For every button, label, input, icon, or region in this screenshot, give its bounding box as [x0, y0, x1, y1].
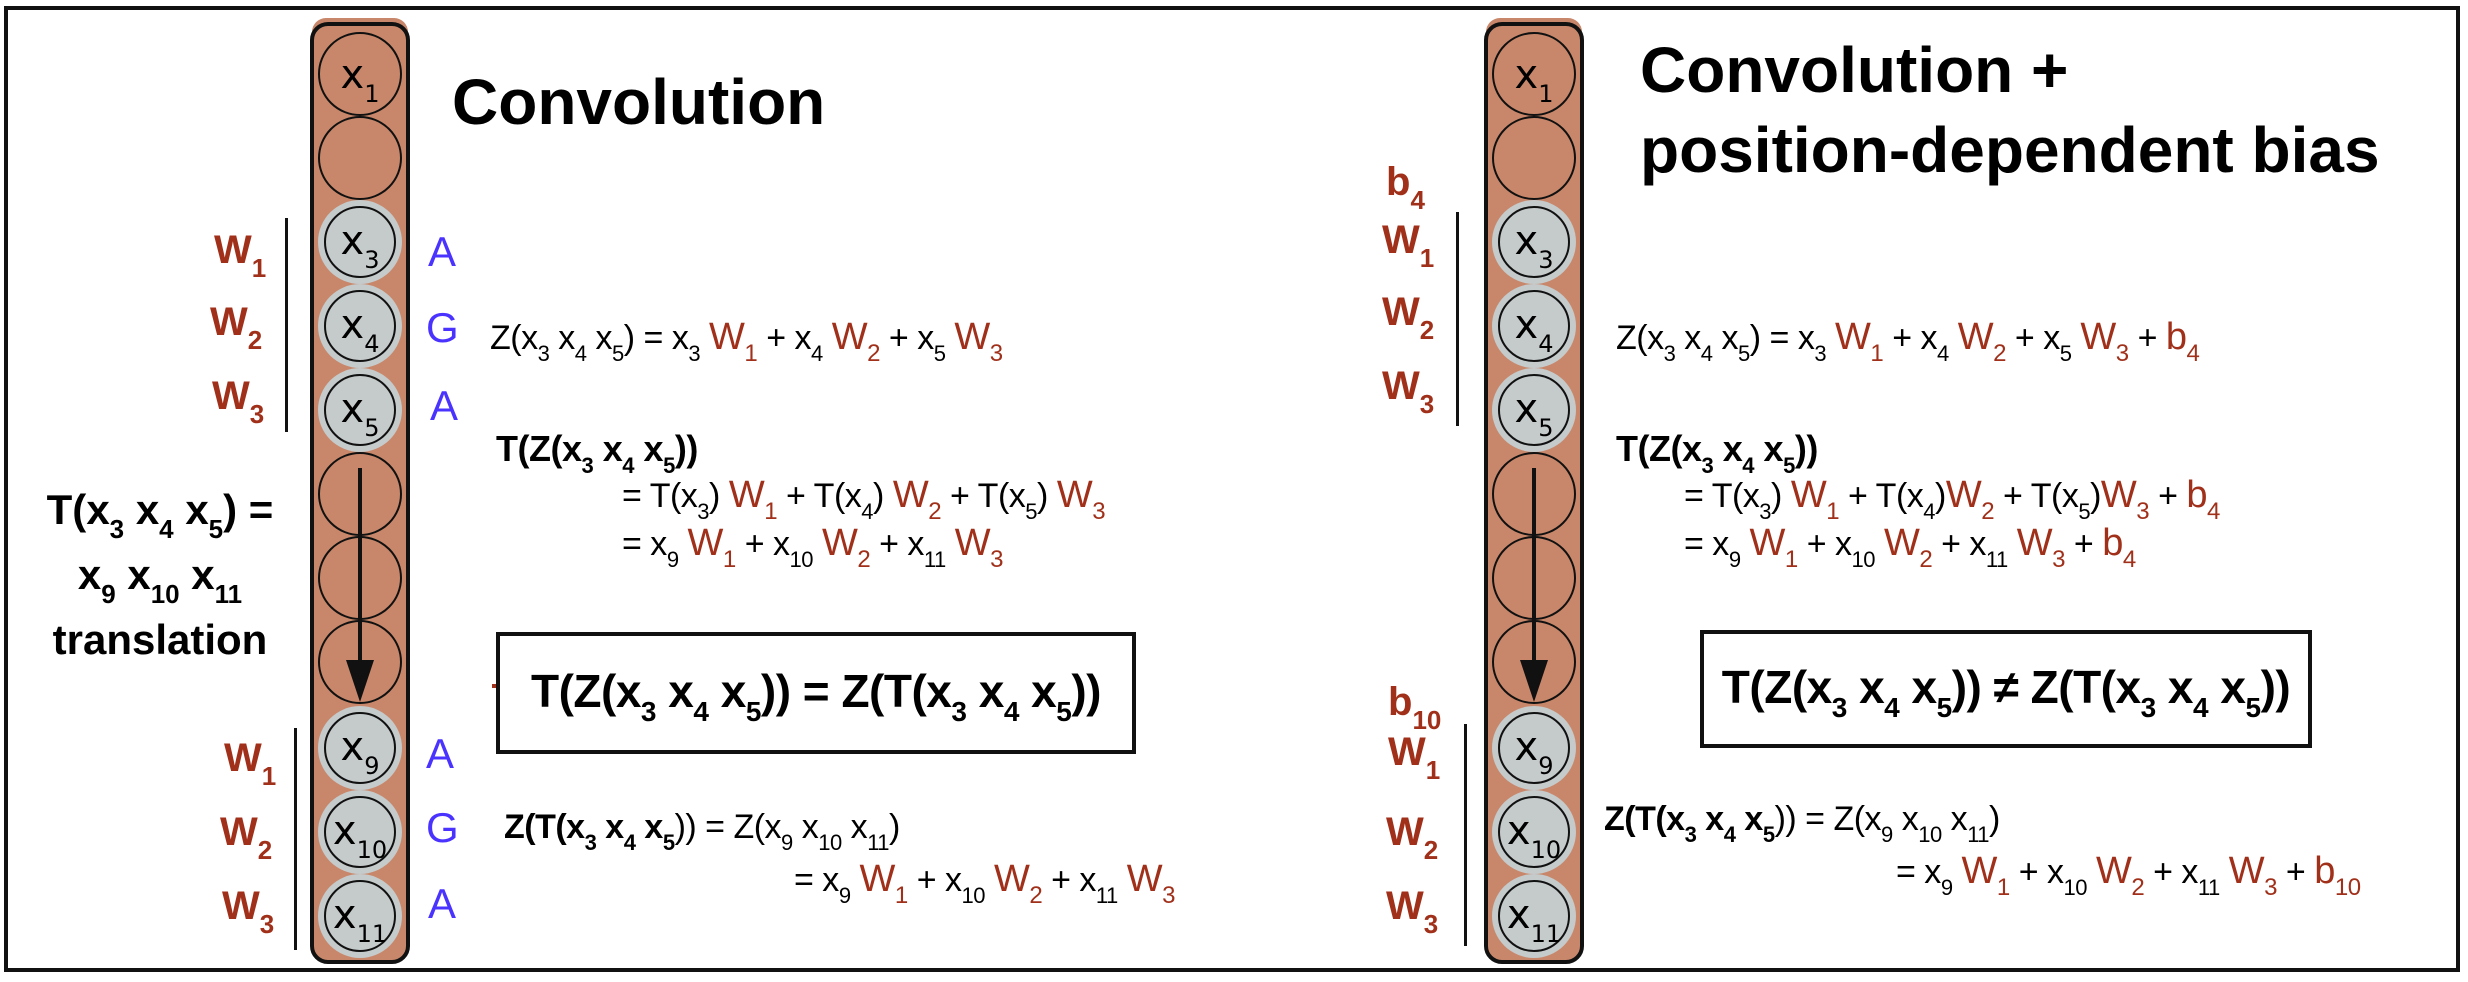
equation-tz-line-3: = x9 W1 + x10 W2 + x11 W3 + b4 — [1684, 522, 2136, 573]
translation-arrow-head-icon — [1520, 660, 1548, 702]
nucleotide-label: A — [430, 382, 459, 429]
equation-tz-head: T(Z(x3 x4 x5)) — [1616, 428, 1818, 478]
node-label: x10 — [1506, 808, 1562, 864]
sequence-node-x11: x11 — [1492, 874, 1576, 958]
equation-tz-line-3: = x9 W1 + x10 W2 + x11 W3 — [622, 522, 1003, 573]
translation-line-2: x9 x10 x11 — [77, 551, 243, 610]
translation-caption: translation — [52, 616, 268, 664]
translation-line-1: T(x3 x4 x5) = — [46, 486, 274, 544]
weight-label: W2 — [220, 810, 273, 865]
translation-definition: T(x3 x4 x5) = x9 x10 x11 translation — [30, 482, 290, 669]
sequence-node-x11: x11 — [318, 874, 402, 958]
figure-frame — [4, 6, 2460, 972]
node-label: x5 — [1514, 386, 1554, 442]
nucleotide-label: A — [426, 730, 455, 777]
panel-title-line-1: Convolution + — [1640, 34, 2069, 106]
equation-tz-line-2: = T(x3) W1 + T(x4) W2 + T(x5) W3 — [622, 474, 1106, 525]
sequence-node-x5: x5 — [1492, 368, 1576, 452]
weight-label: W3 — [1382, 364, 1435, 419]
node-label: x9 — [1514, 724, 1554, 780]
weight-label: W2 — [1382, 290, 1435, 345]
sequence-node-x1: x1 — [1492, 32, 1576, 116]
node-label: x10 — [332, 808, 388, 864]
sequence-node-x10: x10 — [318, 790, 402, 874]
equation-z: Z(x3 x4 x5) = x3 W1 + x4 W2 + x5 W3 — [490, 316, 1003, 367]
equation-tz-line-2: = T(x3) W1 + T(x4)W2 + T(x5)W3 + b4 — [1684, 474, 2220, 525]
sequence-node-x10: x10 — [1492, 790, 1576, 874]
equivariance-box: T(Z(x3 x4 x5)) = Z(T(x3 x4 x5)) — [496, 632, 1136, 754]
equation-tz-head: T(Z(x3 x4 x5)) — [496, 428, 698, 478]
equation-zt-line-2: = x9 W1 + x10 W2 + x11 W3 — [794, 858, 1175, 909]
sequence-node-empty — [318, 116, 402, 200]
panel-title-line-2: position-dependent bias — [1640, 114, 2380, 186]
node-label: x3 — [1514, 218, 1554, 274]
kernel-bracket-bottom — [1464, 724, 1467, 946]
sequence-node-x1: x1 — [318, 32, 402, 116]
equation-zt-head: Z(T(x3 x4 x5)) = Z(x9 x10 x11) — [1604, 800, 2000, 847]
bias-label: b10 — [1388, 680, 1442, 735]
translation-arrow-shaft — [358, 468, 362, 668]
non-equivariance-equation: T(Z(x3 x4 x5)) ≠ Z(T(x3 x4 x5)) — [1721, 661, 2291, 723]
non-equivariance-box: T(Z(x3 x4 x5)) ≠ Z(T(x3 x4 x5)) — [1700, 630, 2312, 748]
weight-label: W2 — [1386, 810, 1439, 865]
equivariance-equation: T(Z(x3 x4 x5)) = Z(T(x3 x4 x5)) — [530, 665, 1102, 727]
sequence-node-x9: x9 — [318, 706, 402, 790]
weight-label: W3 — [222, 884, 275, 939]
panel-title: Convolution — [452, 66, 826, 138]
equation-zt-line-2: = x9 W1 + x10 W2 + x11 W3 + b10 — [1896, 850, 2361, 901]
sequence-node-x4: x4 — [318, 284, 402, 368]
sequence-node-x5: x5 — [318, 368, 402, 452]
kernel-bracket-top — [1456, 212, 1459, 426]
weight-label: W2 — [210, 300, 263, 355]
sequence-node-x3: x3 — [318, 200, 402, 284]
sequence-node-x3: x3 — [1492, 200, 1576, 284]
nucleotide-label: A — [428, 228, 457, 275]
sequence-node-empty — [1492, 116, 1576, 200]
translation-arrow-shaft — [1532, 468, 1536, 668]
weight-label: W1 — [224, 736, 277, 791]
node-label: x1 — [340, 52, 380, 108]
sequence-node-x4: x4 — [1492, 284, 1576, 368]
node-label: x11 — [332, 892, 388, 948]
weight-label: W1 — [1382, 218, 1435, 273]
node-label: x4 — [340, 302, 380, 358]
bias-label: b4 — [1386, 160, 1425, 215]
nucleotide-label: G — [426, 804, 459, 851]
node-label: x3 — [340, 218, 380, 274]
node-label: x9 — [340, 724, 380, 780]
nucleotide-label: G — [426, 304, 459, 351]
node-label: x1 — [1514, 52, 1554, 108]
node-label: x4 — [1514, 302, 1554, 358]
weight-label: W3 — [1386, 884, 1439, 939]
weight-label: W1 — [214, 228, 267, 283]
equation-zt-head: Z(T(x3 x4 x5)) = Z(x9 x10 x11) — [504, 808, 900, 855]
panel-title: Convolution + position-dependent bias — [1640, 30, 2380, 190]
weight-label: W1 — [1388, 730, 1441, 785]
kernel-bracket-bottom — [294, 728, 297, 950]
equation-z: Z(x3 x4 x5) = x3 W1 + x4 W2 + x5 W3 + b4 — [1616, 316, 2200, 367]
nucleotide-label: A — [428, 880, 457, 927]
sequence-node-x9: x9 — [1492, 706, 1576, 790]
kernel-bracket-top — [285, 218, 288, 432]
translation-arrow-head-icon — [346, 660, 374, 702]
node-label: x5 — [340, 386, 380, 442]
node-label: x11 — [1506, 892, 1562, 948]
weight-label: W3 — [212, 374, 265, 429]
